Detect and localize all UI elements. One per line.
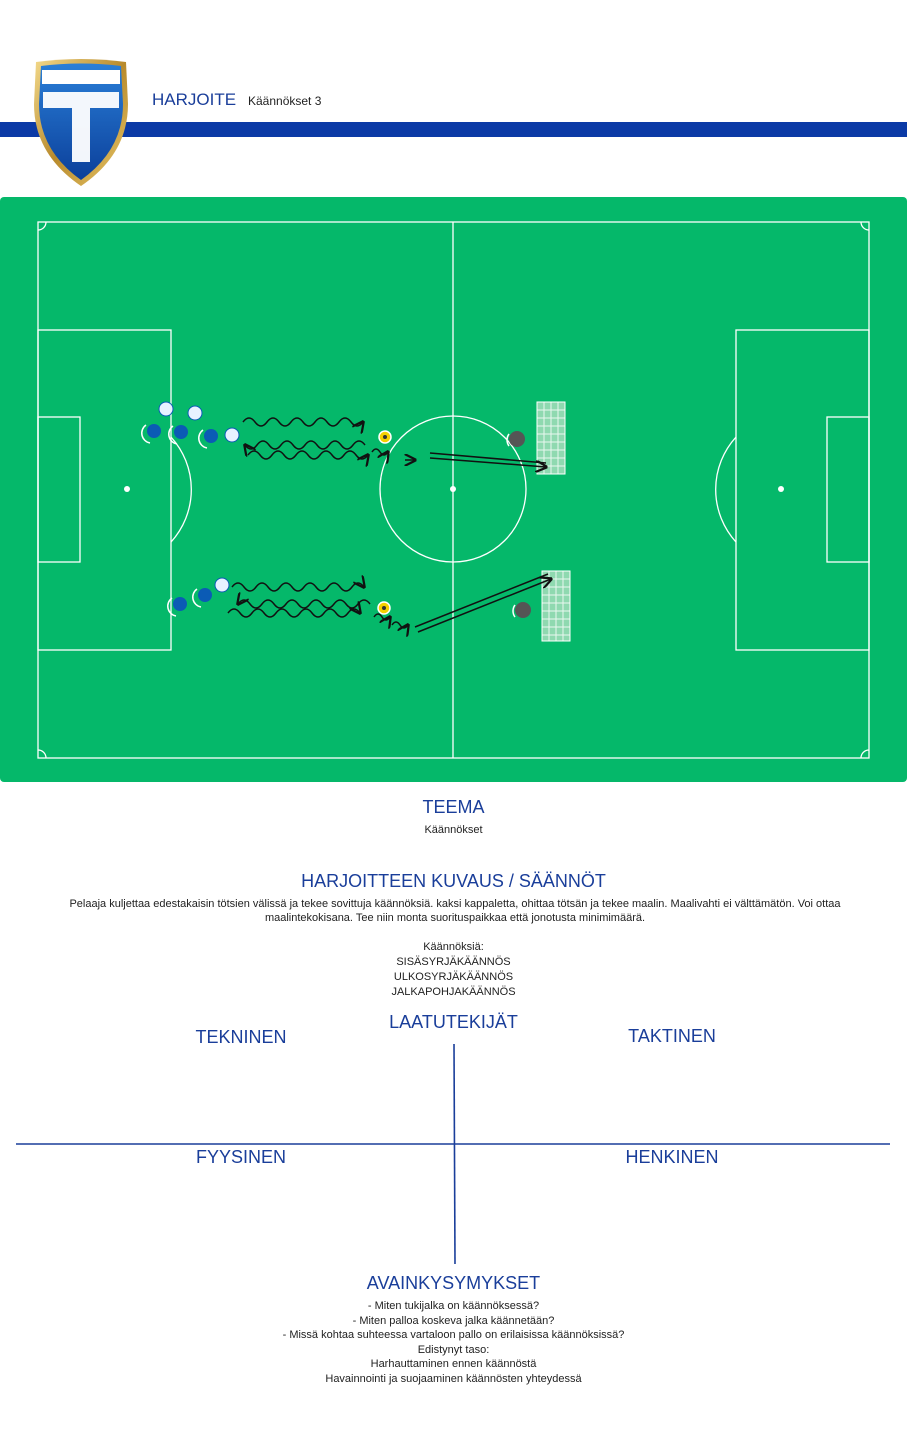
- quadrant-lines: [16, 1043, 890, 1265]
- key-question-item: - Miten palloa koskeva jalka käännetään?: [352, 1314, 555, 1327]
- quadrant-tactical: TAKTINEN: [628, 1026, 716, 1046]
- quality-heading: LAATUTEKIJÄT: [389, 1012, 518, 1032]
- description-text: Pelaaja kuljettaa edestakaisin tötsien v…: [69, 898, 841, 924]
- turns-intro: Käännöksiä:: [423, 941, 484, 953]
- turn-item: JALKAPOHJAKÄÄNNÖS: [391, 986, 516, 998]
- key-questions-heading: AVAINKYSYMYKSET: [366, 1273, 541, 1293]
- pitch-spots: [124, 486, 784, 492]
- key-question-item: Havainnointi ja suojaaminen käännösten y…: [325, 1372, 582, 1385]
- quadrant-technical: TEKNINEN: [195, 1027, 287, 1047]
- key-question-item: Edistynyt taso:: [417, 1343, 490, 1356]
- federation-logo: [34, 59, 128, 186]
- quadrant-physical: FYYSINEN: [195, 1147, 287, 1167]
- turn-item: SISÄSYRJÄKÄÄNNÖS: [396, 956, 511, 968]
- header-label: HARJOITE: [152, 90, 237, 109]
- dribble-paths: [227, 417, 415, 628]
- players-bottom-group: [167, 577, 230, 617]
- theme-text: Käännökset: [424, 824, 483, 836]
- pitch-lines: [37, 221, 870, 759]
- turn-item: ULKOSYRJÄKÄÄNNÖS: [393, 971, 514, 983]
- exercise-name: Käännökset 3: [248, 94, 322, 108]
- goalkeeper-top: [506, 431, 525, 447]
- turns-list: Käännöksiä: SISÄSYRJÄKÄÄNNÖS ULKOSYRJÄKÄ…: [0, 940, 907, 1000]
- key-question-item: - Missä kohtaa suhteessa vartaloon pallo…: [282, 1329, 625, 1342]
- pitch-diagram: [0, 197, 907, 782]
- key-question-item: Harhauttaminen ennen käännöstä: [370, 1358, 537, 1371]
- shot-paths: [414, 452, 551, 633]
- header-bar: [0, 122, 907, 137]
- description-heading: HARJOITTEEN KUVAUS / SÄÄNNÖT: [301, 871, 606, 891]
- key-question-item: - Miten tukijalka on käännöksessä?: [367, 1300, 540, 1312]
- players-top-group: [141, 401, 240, 449]
- goalkeeper-bottom: [512, 602, 531, 618]
- key-questions-list: - Miten tukijalka on käännöksessä? - Mit…: [0, 1299, 907, 1387]
- theme-heading: TEEMA: [422, 797, 485, 817]
- quadrant-mental: HENKINEN: [625, 1147, 719, 1167]
